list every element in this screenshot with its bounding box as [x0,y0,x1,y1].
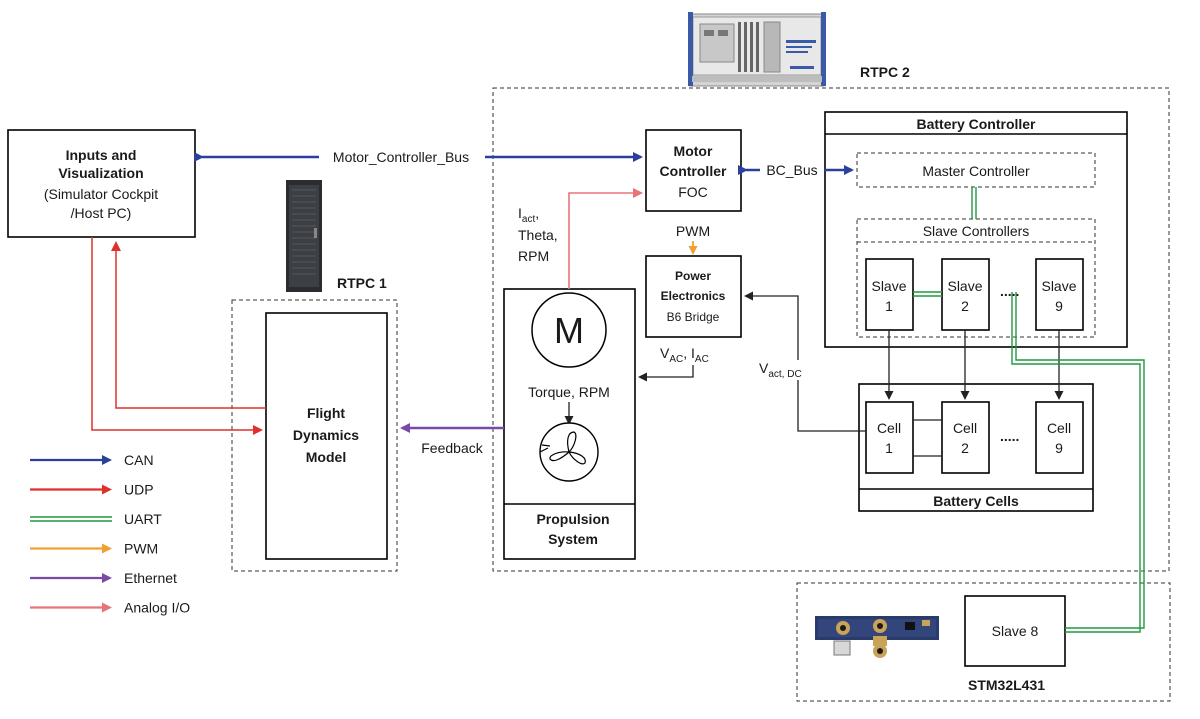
uart-master-slaves [971,187,977,219]
motor-icon [531,292,607,368]
legend-item: UDP [30,482,154,498]
legend-item: UART [30,511,162,527]
mc-line1: Motor [674,143,713,159]
inputs-subtitle-line1: (Simulator Cockpit [44,186,158,202]
fdm-line1: Flight [307,405,345,421]
battery-cells-block: Battery Cells Cell 1 Cell 2 ..... Cell 9 [858,383,1094,512]
uart-slaves-to-slave8 [1011,292,1145,633]
pe-line3: B6 Bridge [667,310,720,324]
feedback-label: Feedback [421,440,483,456]
cell-1-number: 1 [885,440,893,456]
slave-1-word: Slave [871,278,906,294]
battery-cells-title: Battery Cells [933,493,1019,509]
prop-line2: System [548,531,598,547]
legend-item: CAN [30,452,154,468]
slave-controllers-label: Slave Controllers [923,223,1030,239]
legend-label: UART [124,511,162,527]
stm-label: STM32L431 [968,677,1045,693]
slave-2-box [941,258,990,331]
master-controller-label: Master Controller [922,163,1030,179]
motor-symbol: M [554,310,584,351]
legend-item: Ethernet [30,570,177,586]
inputs-subtitle-line2: /Host PC) [71,205,132,221]
battery-controller-title: Battery Controller [916,116,1036,132]
cell-2-number: 2 [961,440,969,456]
cell-1-box [865,401,914,474]
slave-8-label: Slave 8 [992,623,1039,639]
legend-item: Analog I/O [30,600,190,616]
slave-1-number: 1 [885,298,893,314]
rack-server-icon [688,12,826,87]
slave-1-box [865,258,914,331]
cell-9-number: 9 [1055,440,1063,456]
prop-line1: Propulsion [536,511,609,527]
slave-9-box [1035,258,1084,331]
mc-line3: FOC [678,184,708,200]
legend-label: PWM [124,541,158,557]
cell-9-box [1035,401,1084,474]
udp-fdm-to-inputs [111,241,266,409]
torque-rpm-label: Torque, RPM [528,384,610,400]
inputs-title-line2: Visualization [58,165,143,181]
cell-2-word: Cell [953,420,977,436]
slave-8-block: Slave 8 [964,595,1066,667]
uart-slave1-slave2 [913,291,942,297]
flight-dynamics-block: Flight Dynamics Model [265,312,388,560]
slave-9-word: Slave [1041,278,1076,294]
theta-label: Theta, [518,227,558,243]
pwm-label: PWM [676,223,710,239]
battery-controller-block: Battery Controller Master Controller Sla… [824,111,1128,348]
slave-2-number: 2 [961,298,969,314]
legend-label: UDP [124,482,154,498]
propulsion-system-block: M Torque, RPM Propulsion System [503,288,636,560]
inputs-title-line1: Inputs and [66,147,137,163]
udp-inputs-to-fdm [91,237,263,435]
tower-cabinet-icon [286,180,322,292]
rtpc2-label: RTPC 2 [860,64,910,80]
rtpc1-label: RTPC 1 [337,275,387,291]
mc-line2: Controller [660,163,727,179]
vac-iac-line [638,365,694,382]
pe-line1: Power [675,269,711,283]
analog-feedback-line [568,188,643,289]
power-electronics-block: Power Electronics B6 Bridge [645,255,742,338]
rtpc2-group [492,87,1170,572]
rpm-label: RPM [518,248,549,264]
cell-9-word: Cell [1047,420,1071,436]
inputs-visualization-block: Inputs and Visualization (Simulator Cock… [7,129,196,238]
legend-item: PWM [30,541,158,557]
bc-bus-label: BC_Bus [766,162,817,178]
slave-2-word: Slave [947,278,982,294]
fdm-line2: Dynamics [293,427,359,443]
cell-2-box [941,401,990,474]
fdm-line3: Model [306,449,346,465]
motor-controller-block: Motor Controller FOC [645,129,742,212]
cell-1-word: Cell [877,420,901,436]
legend-label: CAN [124,452,154,468]
iact-label: Iact, [518,205,539,225]
rtpc1-group [231,299,398,572]
slave-ellipsis: ..... [1000,283,1019,299]
legend-label: Ethernet [124,570,177,586]
vac-iac-label: VAC, IAC [660,345,709,365]
pe-line2: Electronics [661,289,726,303]
slave-9-number: 9 [1055,298,1063,314]
propeller-icon [539,422,599,482]
vact-dc-label: Vact, DC [759,360,802,380]
motor-bus-label: Motor_Controller_Bus [333,149,469,165]
master-controller-box [856,152,1096,188]
pcb-board-icon [815,616,939,658]
cell-ellipsis: ..... [1000,428,1019,444]
legend-label: Analog I/O [124,600,190,616]
